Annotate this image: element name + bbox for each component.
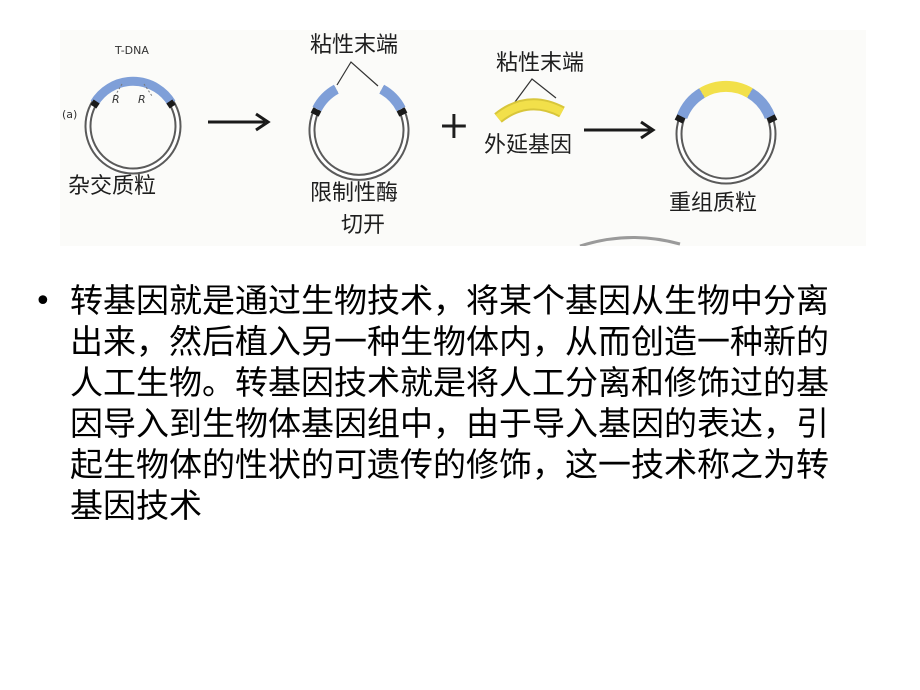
restriction-label-line2: 切开 xyxy=(341,213,385,238)
sticky-end-pointer-1 xyxy=(336,61,379,87)
partial-ring-cropped xyxy=(579,235,681,246)
recombinant-plasmid-label: 重组质粒 xyxy=(669,191,757,216)
recombinant-left-marker xyxy=(674,114,686,124)
recombinant-right-marker xyxy=(766,114,778,124)
plasmid-diagram-svg: (a) R R T-DNA 杂交质粒 xyxy=(62,33,778,246)
sticky-end-label-1: 粘性末端 xyxy=(310,33,398,58)
cut-blue-left xyxy=(312,84,339,112)
recombinant-blue-left xyxy=(676,88,706,120)
bullet-marker: • xyxy=(34,284,52,319)
cut-plasmid xyxy=(308,61,410,181)
foreign-gene-segment xyxy=(495,100,564,122)
recombinant-plasmid xyxy=(674,80,778,185)
plus-sign: + xyxy=(438,103,470,147)
cut-right-marker xyxy=(396,107,408,117)
r-site-line-2 xyxy=(143,83,153,97)
restriction-label-line1: 限制性酶 xyxy=(310,181,398,206)
sticky-end-label-2: 粘性末端 xyxy=(496,51,584,76)
plasmid-diagram: (a) R R T-DNA 杂交质粒 xyxy=(60,30,866,246)
cut-blue-right xyxy=(379,84,406,112)
cut-left-marker xyxy=(310,107,322,117)
panel-label: (a) xyxy=(62,108,77,121)
foreign-gene-label: 外延基因 xyxy=(484,133,572,158)
cut-plasmid-ring-inner xyxy=(310,87,408,179)
sticky-end-pointer-2 xyxy=(514,78,557,103)
arrow-2 xyxy=(584,120,656,140)
r-label-2: R xyxy=(138,93,146,106)
tdna-label: T-DNA xyxy=(114,44,149,57)
tdna-segment xyxy=(90,76,176,106)
arrow-1 xyxy=(208,112,271,132)
recombinant-blue-right xyxy=(746,88,776,120)
hybrid-plasmid: R R T-DNA xyxy=(84,44,182,175)
r-label-1: R xyxy=(112,93,120,106)
recombinant-yellow-insert xyxy=(699,80,753,98)
hybrid-plasmid-label: 杂交质粒 xyxy=(68,174,156,199)
left-end-marker xyxy=(90,99,100,109)
right-end-marker xyxy=(166,99,176,109)
bullet-paragraph: 转基因就是通过生物技术，将某个基因从生物中分离出来，然后植入另一种生物体内，从而… xyxy=(70,281,829,525)
